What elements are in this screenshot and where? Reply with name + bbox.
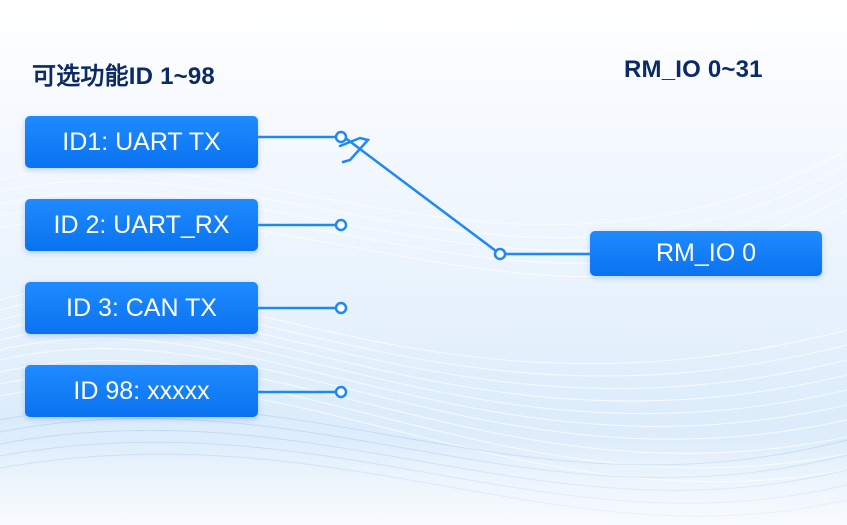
- function-id-label: ID 2: UART_RX: [53, 210, 230, 239]
- function-id-box-1[interactable]: ID1: UART TX: [25, 116, 258, 168]
- rm-io-heading: RM_IO 0~31: [624, 56, 763, 83]
- function-id-label: ID 98: xxxxx: [73, 376, 210, 405]
- function-id-heading: 可选功能ID 1~98: [32, 63, 215, 90]
- function-id-label: ID 3: CAN TX: [66, 293, 217, 322]
- rm-io-box[interactable]: RM_IO 0: [590, 231, 822, 276]
- function-id-box-2[interactable]: ID 2: UART_RX: [25, 199, 258, 251]
- rm-io-label: RM_IO 0: [655, 239, 757, 267]
- function-id-box-3[interactable]: ID 3: CAN TX: [25, 282, 258, 334]
- function-id-box-98[interactable]: ID 98: xxxxx: [25, 365, 258, 417]
- function-id-label: ID1: UART TX: [62, 127, 221, 156]
